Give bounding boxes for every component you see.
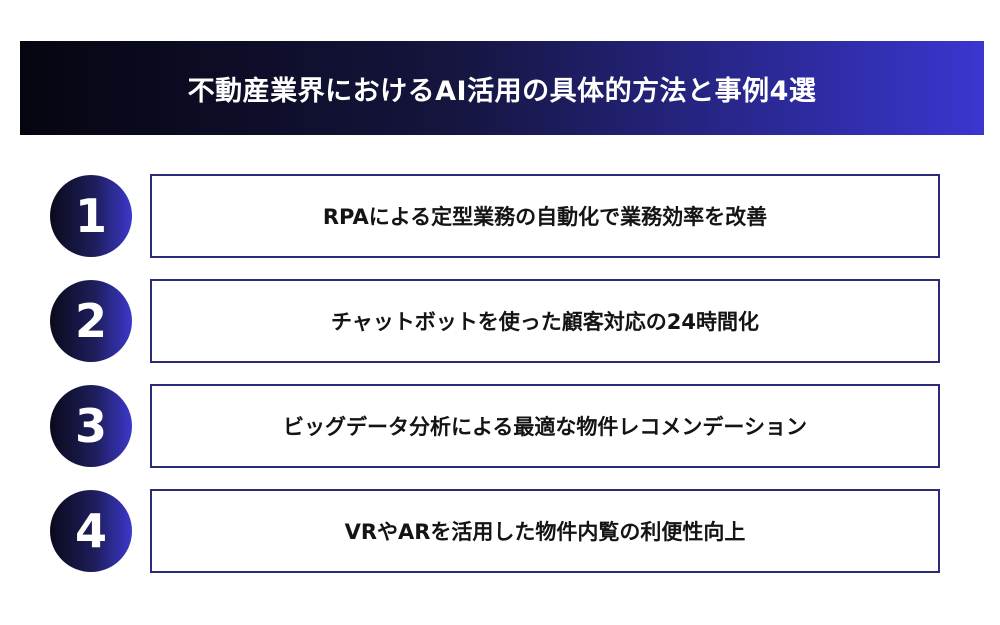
item-text-2: チャットボットを使った顧客対応の24時間化	[330, 310, 759, 334]
item-box-4: VRやARを活用した物件内覧の利便性向上	[150, 489, 940, 573]
number-badge-3: 3	[50, 385, 132, 467]
number-badge-2: 2	[50, 280, 132, 362]
item-box-1: RPAによる定型業務の自動化で業務効率を改善	[150, 174, 940, 258]
list-item-4: 4 VRやARを活用した物件内覧の利便性向上	[50, 489, 940, 573]
item-box-2: チャットボットを使った顧客対応の24時間化	[150, 279, 940, 363]
number-badge-4: 4	[50, 490, 132, 572]
item-box-3: ビッグデータ分析による最適な物件レコメンデーション	[150, 384, 940, 468]
list-item-2: 2 チャットボットを使った顧客対応の24時間化	[50, 279, 940, 363]
title-banner: 不動産業界におけるAI活用の具体的方法と事例4選	[20, 41, 984, 135]
page-title: 不動産業界におけるAI活用の具体的方法と事例4選	[187, 75, 817, 107]
item-text-4: VRやARを活用した物件内覧の利便性向上	[344, 520, 746, 544]
list-item-1: 1 RPAによる定型業務の自動化で業務効率を改善	[50, 174, 940, 258]
item-text-1: RPAによる定型業務の自動化で業務効率を改善	[322, 205, 768, 229]
list-item-3: 3 ビッグデータ分析による最適な物件レコメンデーション	[50, 384, 940, 468]
item-text-3: ビッグデータ分析による最適な物件レコメンデーション	[283, 415, 807, 439]
number-badge-1: 1	[50, 175, 132, 257]
